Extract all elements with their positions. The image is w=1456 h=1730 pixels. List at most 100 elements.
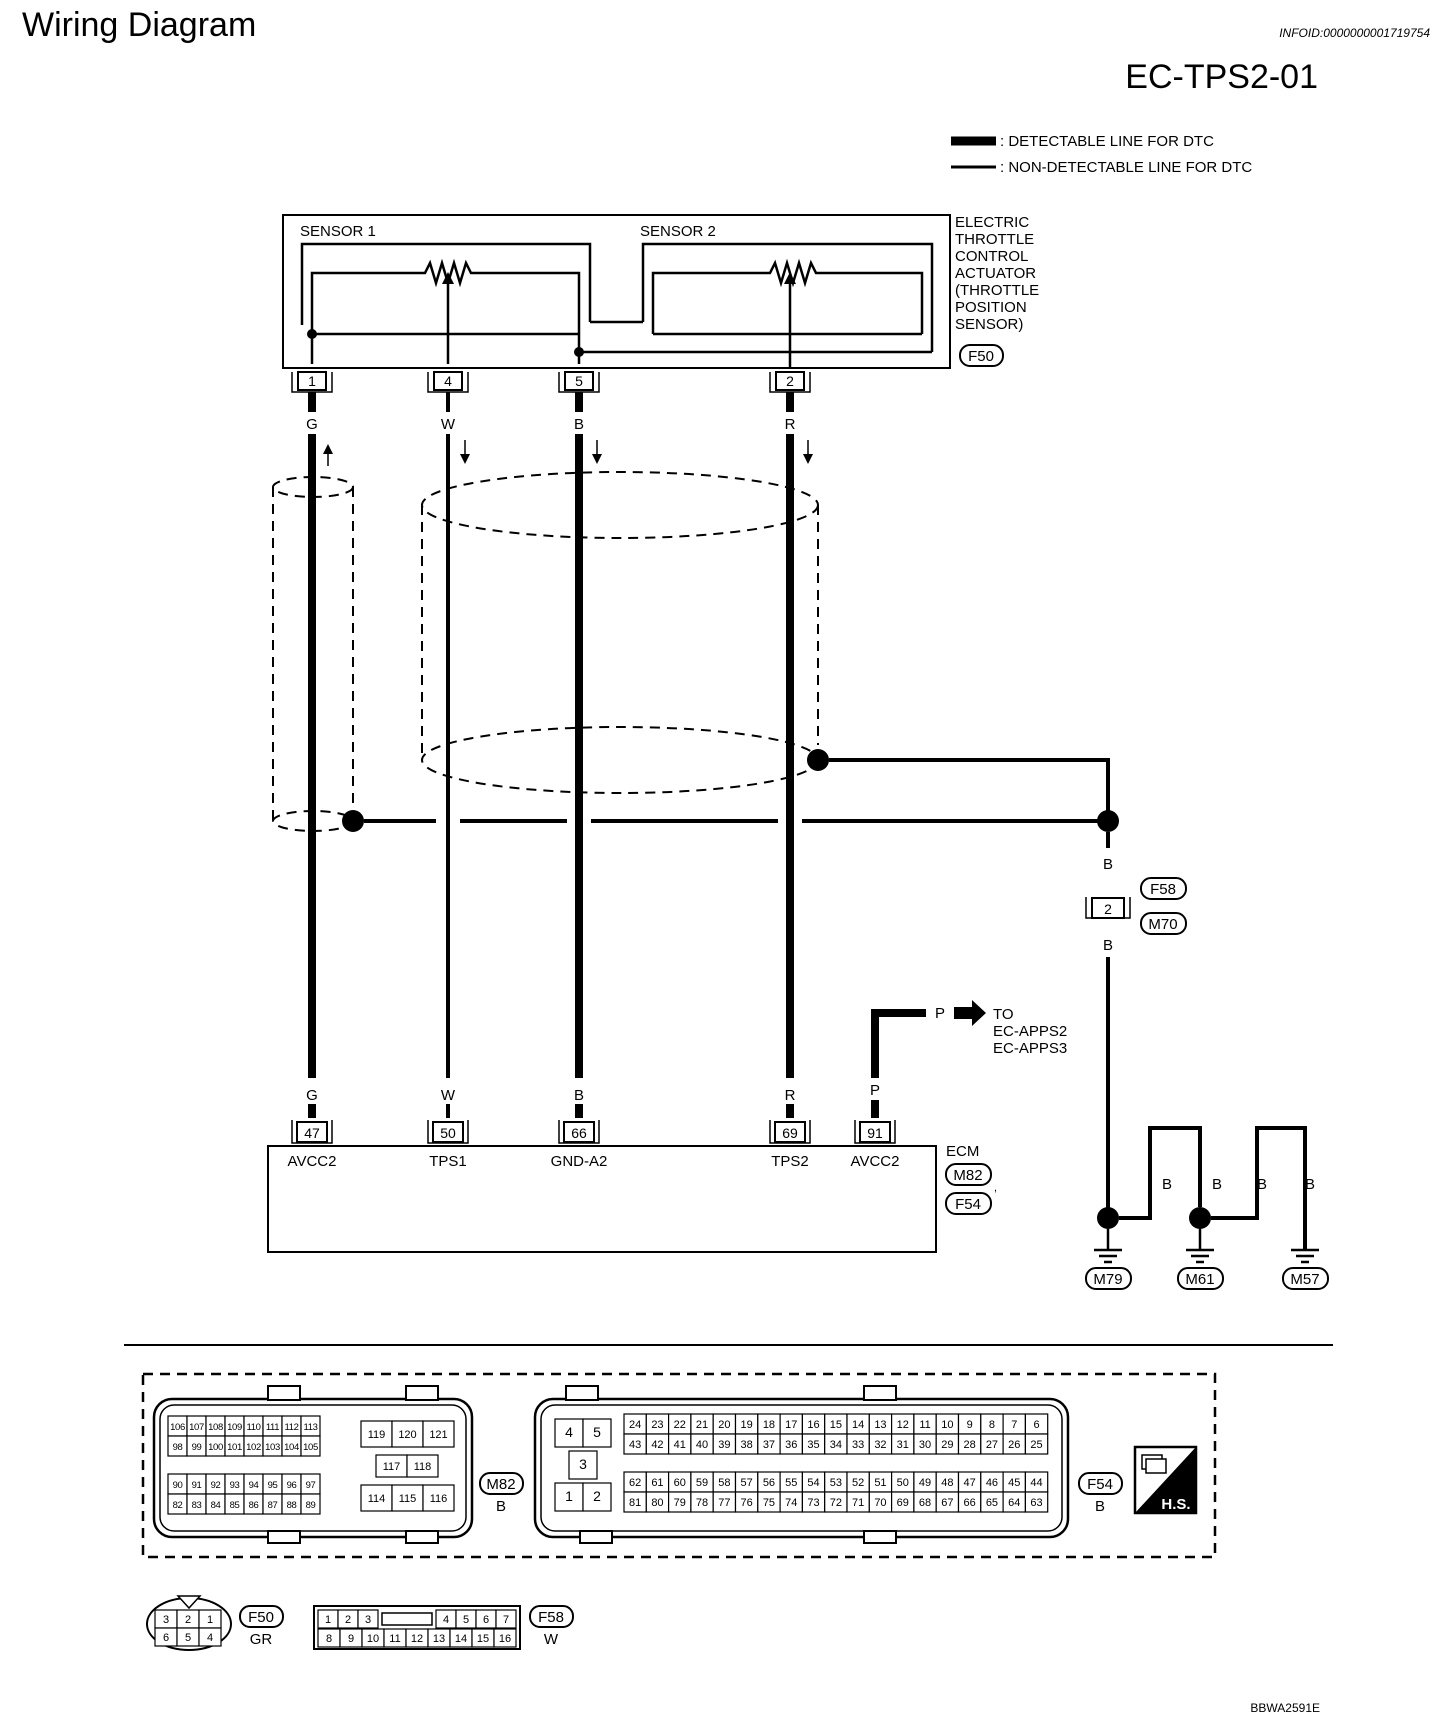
ecm-pin: 50 [440, 1125, 456, 1141]
ecm-pin: 47 [304, 1125, 320, 1141]
pin-number: 34 [830, 1439, 842, 1451]
harness-side-icon: H.S. [1133, 1445, 1198, 1515]
pin-number: 86 [249, 1500, 259, 1511]
connector-f54-badge [1078, 1472, 1123, 1495]
pin-number: 84 [211, 1500, 221, 1511]
pin-number: 13 [433, 1633, 445, 1645]
pin-cell [568, 1450, 598, 1480]
to-label: TO [993, 1006, 1014, 1023]
wire-color: B [1103, 937, 1113, 954]
pin-number: 49 [919, 1477, 931, 1489]
pin-number: 110 [247, 1422, 261, 1433]
pin-number: 107 [189, 1422, 204, 1433]
pin-number: 30 [919, 1439, 931, 1451]
pin-cell [357, 1609, 379, 1629]
wire-color: P [935, 1005, 945, 1022]
wire-color: G [306, 416, 318, 433]
ground-point-id: M61 [1185, 1271, 1214, 1288]
connector-f50-id: F50 [248, 1609, 274, 1626]
pin-number: 51 [874, 1477, 886, 1489]
pin-number: 10 [941, 1419, 953, 1431]
pin-number: 111 [266, 1422, 279, 1433]
pin-number: 112 [285, 1422, 299, 1433]
diagram-code: EC-TPS2-01 [1125, 58, 1318, 96]
pin-number: 121 [429, 1429, 447, 1441]
pin-number: 87 [268, 1500, 278, 1511]
sensor1-wiper-arrow [442, 272, 454, 284]
pin-number: 20 [718, 1419, 730, 1431]
pin-number: 1 [565, 1488, 573, 1504]
pin-number: 5 [593, 1424, 601, 1440]
ground-point-badge [1177, 1267, 1224, 1290]
connector-f58-badge [529, 1605, 574, 1628]
ground-branch-connector-id: M70 [1148, 916, 1177, 933]
pin-number: 5 [185, 1632, 191, 1644]
pin-number: 8 [326, 1633, 332, 1645]
ground-point-badge [1282, 1267, 1329, 1290]
ground-junction-dot [1189, 1207, 1211, 1229]
connector-views-frame [141, 1372, 1217, 1559]
pin-number: 108 [208, 1422, 223, 1433]
pin-cell [582, 1482, 612, 1512]
sensor2-label: SENSOR 2 [640, 223, 716, 240]
pin-number: 31 [897, 1439, 909, 1451]
pin-number: 92 [211, 1480, 221, 1491]
pin-number: 73 [807, 1497, 819, 1509]
ecm-box [267, 1145, 937, 1253]
pin-number: 28 [964, 1439, 976, 1451]
pin-number: 91 [192, 1480, 202, 1491]
pin-number: 103 [265, 1442, 280, 1453]
pin-number: 16 [499, 1633, 511, 1645]
pin-number: 98 [173, 1442, 183, 1453]
pin-number: 56 [763, 1477, 775, 1489]
pin-number: 101 [227, 1442, 242, 1453]
pin-number: 16 [807, 1419, 819, 1431]
sensor2-wiper-arrow [784, 272, 796, 284]
pin-number: 19 [741, 1419, 753, 1431]
pin-number: 41 [674, 1439, 686, 1451]
pin-number: 15 [830, 1419, 842, 1431]
pin-number: 59 [696, 1477, 708, 1489]
pin-number: 3 [579, 1456, 587, 1472]
pin-number: 99 [192, 1442, 202, 1453]
pin-cell [360, 1484, 393, 1512]
pin-number: 14 [455, 1633, 467, 1645]
pin-number: 46 [986, 1477, 998, 1489]
down-arrow-icon [592, 454, 602, 464]
wire-color: B [1103, 856, 1113, 873]
pin-number: 2 [593, 1488, 601, 1504]
ground-symbol-icon [1291, 1248, 1319, 1264]
ecm-connector-badge [945, 1192, 992, 1215]
footer-code: BBWA2591E [1250, 1701, 1320, 1715]
pin-cell [391, 1484, 424, 1512]
pin-number: 94 [249, 1480, 259, 1491]
wire-colors-bottom: G W B R P [306, 1082, 880, 1118]
pin-number: 113 [304, 1422, 318, 1433]
pin-number: 7 [503, 1614, 509, 1626]
down-arrow-icon [460, 454, 470, 464]
ecm-pin: 91 [867, 1125, 883, 1141]
connector-f58-id: F58 [538, 1609, 564, 1626]
actuator-pin: 2 [786, 373, 794, 389]
actuator-name-line: SENSOR) [955, 316, 1023, 333]
pin-number: 69 [897, 1497, 909, 1509]
throttle-actuator: SENSOR 1 SENSOR 2 ELECTRIC THROTTLE CONT… [282, 214, 1039, 369]
pin-cell [582, 1418, 612, 1448]
pin-number: 79 [674, 1497, 686, 1509]
pin-number: 33 [852, 1439, 864, 1451]
pin-cell [406, 1454, 439, 1478]
ecm: 47 50 66 69 91 AVCC2 TPS1 GND-A2 TPS2 AV… [267, 1120, 997, 1253]
pin-number: 32 [874, 1439, 886, 1451]
wire-color: B [574, 1087, 584, 1104]
shield-large [421, 471, 819, 794]
ground-symbol-icon [1186, 1248, 1214, 1264]
connector-m82-badge [479, 1472, 524, 1495]
pin-number: 96 [287, 1480, 297, 1491]
pin-number: 53 [830, 1477, 842, 1489]
ecm-connector-badge [945, 1163, 992, 1186]
wire-color: P [870, 1082, 880, 1099]
pin-number: 6 [1033, 1419, 1039, 1431]
pin-number: 104 [284, 1442, 299, 1453]
